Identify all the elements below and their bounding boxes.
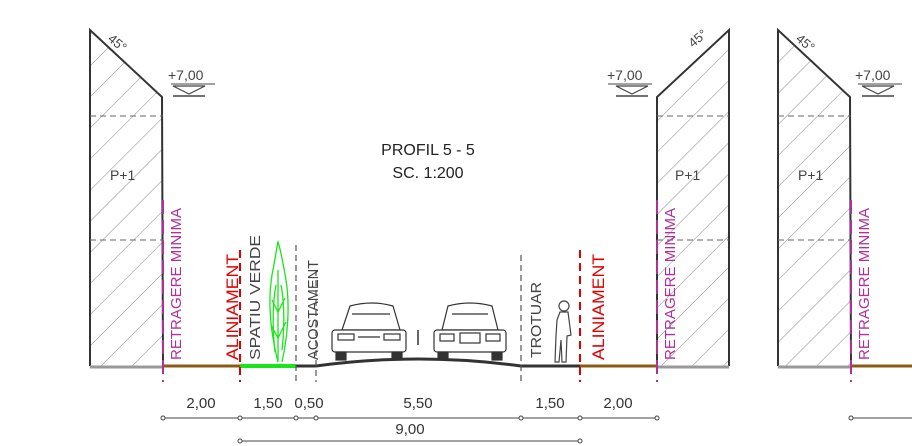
ground-profile — [90, 330, 912, 369]
dimension-label: 2,00 — [186, 395, 215, 412]
floors-label: P+1 — [798, 167, 824, 183]
car-icon — [433, 302, 507, 361]
dimension-label: 0,50 — [294, 395, 323, 412]
alignment-label-right: ALINIAMENT — [589, 254, 608, 360]
car-icon — [331, 302, 407, 361]
alignment-lines — [239, 250, 581, 382]
pedestrian-icon — [554, 300, 572, 363]
dimension-label: 2,00 — [603, 395, 632, 412]
shoulder-label: ACOSTAMENT — [305, 260, 322, 360]
right-height-marker: +7,00 — [607, 67, 652, 97]
height-label: +7,00 — [607, 67, 643, 83]
green-space-label: SPATIU VERDE — [247, 235, 264, 360]
sidewalk-label: TROTUAR — [528, 282, 545, 358]
profile-title: PROFIL 5 - 5 — [381, 142, 475, 159]
tree-icon — [269, 239, 289, 363]
dimension-label: 1,50 — [535, 395, 564, 412]
left-height-marker: +7,00 — [168, 67, 215, 97]
roof-angle-label: 45° — [685, 26, 710, 50]
floors-label: P+1 — [110, 167, 136, 183]
height-label: +7,00 — [168, 67, 204, 83]
dimension-chain: 2,00 1,50 0,50 5,50 1,50 2,00 9,00 — [160, 395, 912, 444]
total-dimension-label: 9,00 — [395, 421, 424, 438]
edge-lines — [295, 245, 522, 382]
height-label: +7,00 — [855, 67, 891, 83]
profile-scale: SC. 1:200 — [392, 165, 463, 182]
min-setback-label-far: RETRAGERE MINIMA — [856, 208, 873, 360]
left-building: P+1 45° — [89, 27, 164, 367]
min-setback-label-left: RETRAGERE MINIMA — [168, 208, 185, 360]
adjacent-building: P+1 45° +7,00 — [777, 27, 902, 367]
carriageway — [315, 357, 522, 368]
dimension-label: 5,50 — [403, 395, 432, 412]
alignment-label-left: ALINIAMENT — [223, 254, 242, 360]
floors-label: P+1 — [675, 167, 701, 183]
setback-lines — [162, 200, 852, 382]
dimension-label: 1,50 — [253, 395, 282, 412]
min-setback-label-right: RETRAGERE MINIMA — [662, 208, 679, 360]
